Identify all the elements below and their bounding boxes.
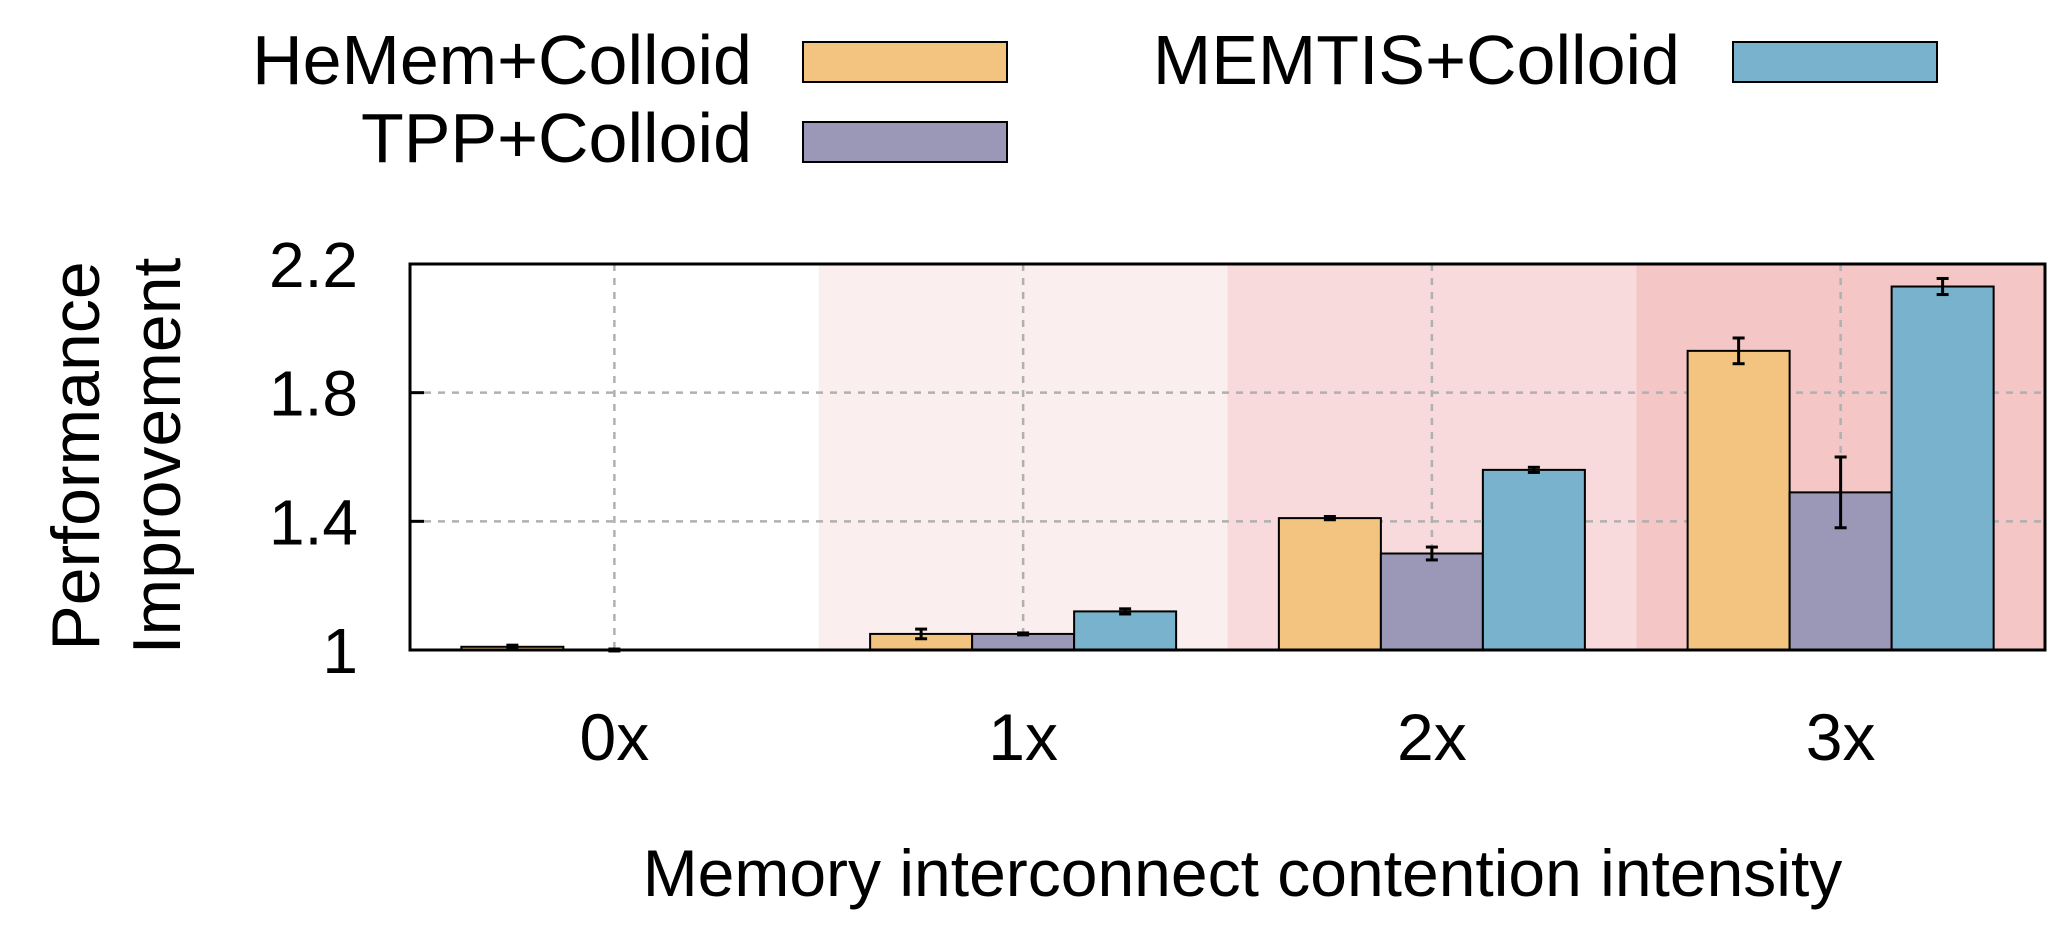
y-tick-label: 1.8	[269, 358, 358, 430]
legend-label: MEMTIS+Colloid	[1153, 21, 1680, 99]
x-tick-label: 0x	[580, 700, 650, 774]
legend-swatch	[1732, 41, 1938, 83]
plot-frame	[408, 262, 2047, 652]
category-bg-1x	[818, 264, 1228, 650]
x-tick-label: 2x	[1397, 700, 1467, 774]
x-axis-label: Memory interconnect contention intensity	[643, 836, 1843, 910]
legend-swatch	[802, 121, 1008, 163]
bar-TPP+Colloid-2x	[1379, 552, 1484, 651]
bar-MEMTIS+Colloid-1x	[1073, 610, 1178, 652]
legend-swatch	[802, 41, 1008, 83]
y-tick-label: 1.4	[269, 486, 358, 558]
y-tick-label: 1	[322, 615, 358, 687]
bar-MEMTIS+Colloid-2x	[1481, 468, 1586, 651]
bar-HeMem+Colloid-2x	[1277, 517, 1382, 651]
y-axis-label-line: Improvement	[119, 257, 195, 654]
x-tick-label: 1x	[988, 700, 1058, 774]
category-bg-0x	[410, 264, 819, 650]
bar-HeMem+Colloid-3x	[1686, 349, 1791, 651]
bar-MEMTIS+Colloid-3x	[1890, 285, 1995, 651]
x-tick-label: 3x	[1806, 700, 1876, 774]
y-tick-label: 2.2	[269, 229, 358, 301]
axes: 1 1.4 1.8 2.2 0x 1x 2x 3x	[269, 229, 1875, 774]
legend-label: TPP+Colloid	[361, 99, 752, 177]
y-axis-label-line: Performance	[38, 261, 114, 650]
legend-label: HeMem+Colloid	[252, 21, 752, 99]
error-bars	[506, 276, 1949, 653]
